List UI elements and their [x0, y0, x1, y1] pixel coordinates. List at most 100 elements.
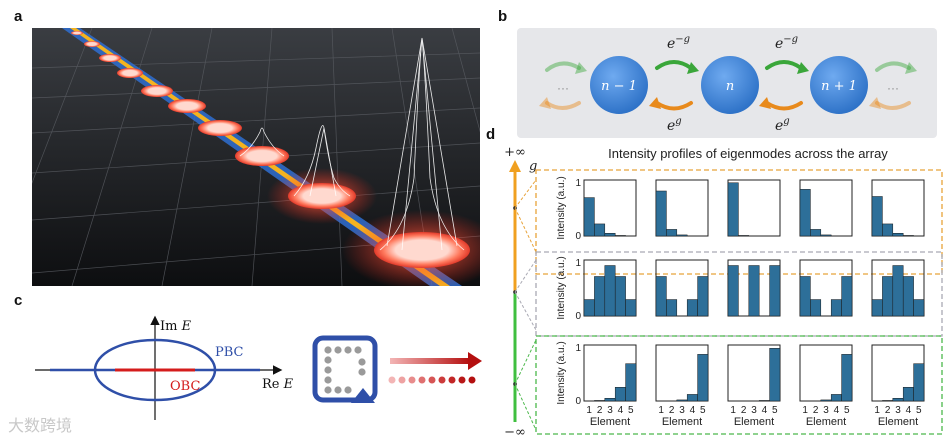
x-tick-label: 2 — [597, 405, 603, 416]
x-tick-label: 1 — [658, 405, 664, 416]
hopping-chain-svg: n − 1 n n + 1 ··· ··· e−g e−g — [517, 28, 937, 138]
intensity-bar — [830, 394, 842, 402]
intensity-bar — [738, 235, 750, 237]
intensity-bar — [892, 398, 904, 402]
intensity-bar — [655, 190, 667, 237]
node-label-n: n — [726, 79, 734, 94]
intensity-bar — [686, 394, 698, 402]
intensity-bar — [625, 363, 637, 402]
node-label-n-minus-1: n − 1 — [601, 79, 637, 94]
x-tick-label: 3 — [679, 405, 685, 416]
watermark: 大数跨境 — [8, 416, 73, 435]
backward-arrow-2 — [765, 101, 803, 111]
x-axis-label: Element — [806, 416, 846, 428]
panel-label-a: a — [14, 8, 23, 25]
node-n-minus-1 — [590, 56, 648, 114]
intensity-bar — [830, 299, 842, 317]
resonator-rings — [71, 31, 470, 268]
node-n-plus-1 — [810, 56, 868, 114]
intensity-bar — [758, 400, 770, 402]
intensity-bar — [697, 354, 709, 402]
x-tick-label: 2 — [813, 405, 819, 416]
intensity-bar — [604, 398, 616, 402]
y-axis-label: Intensity (a.u.) — [556, 256, 567, 319]
intensity-bar — [727, 265, 739, 317]
x-tick-label: 3 — [751, 405, 757, 416]
hop-top-1: e−g — [667, 34, 690, 52]
x-axis-label: Element — [662, 416, 702, 428]
intensity-bar — [697, 276, 709, 317]
node-n — [701, 56, 759, 114]
intensity-bar — [871, 299, 883, 317]
backward-arrow-faded-right — [875, 101, 911, 110]
g-top-label: +∞ — [504, 145, 526, 160]
forward-arrow-1 — [655, 60, 693, 70]
intensity-bar — [871, 196, 883, 237]
pbc-label: PBC — [215, 345, 244, 360]
skin-effect-arrow — [388, 352, 482, 384]
x-tick-label: 4 — [906, 405, 912, 416]
intensity-bar — [625, 299, 637, 317]
y-axis-label: Intensity (a.u.) — [556, 341, 567, 404]
backward-arrow-1 — [655, 101, 693, 111]
hopping-chain-diagram: n − 1 n n + 1 ··· ··· e−g e−g — [517, 28, 937, 138]
intensity-bar — [882, 400, 894, 402]
x-tick-label: 4 — [834, 405, 840, 416]
panel-label-d: d — [486, 126, 496, 143]
intensity-bar — [686, 299, 698, 317]
ellipsis-right: ··· — [887, 81, 899, 95]
mode-peaks — [239, 37, 465, 251]
boundary-loop-icon — [312, 335, 378, 403]
intensity-bar — [594, 400, 606, 402]
intensity-bar — [604, 233, 616, 237]
intensity-bar — [676, 399, 688, 402]
g-axis-arrowhead — [509, 160, 521, 172]
panel-label-c: c — [14, 292, 23, 309]
intensity-bar — [913, 299, 925, 317]
intensity-bar — [902, 276, 914, 317]
node-label-n-plus-1: n + 1 — [821, 79, 857, 94]
intensity-bar — [841, 354, 853, 402]
intensity-bar — [882, 276, 894, 317]
intensity-bar — [769, 265, 781, 317]
intensity-bar — [902, 235, 914, 237]
x-tick-label: 5 — [628, 405, 634, 416]
intensity-bar — [902, 387, 914, 402]
intensity-bar — [727, 182, 739, 237]
forward-arrow-faded-right — [875, 61, 911, 72]
intensity-bar — [892, 265, 904, 317]
g-bottom-label: −∞ — [504, 425, 526, 440]
y-tick-label: 1 — [575, 258, 581, 269]
x-tick-label: 1 — [586, 405, 592, 416]
x-tick-label: 1 — [874, 405, 880, 416]
resonator-array-illustration — [32, 28, 480, 286]
x-tick-label: 2 — [885, 405, 891, 416]
x-axis-label: Element — [734, 416, 774, 428]
x-tick-label: 5 — [844, 405, 850, 416]
x-tick-label: 2 — [741, 405, 747, 416]
im-axis-label: Im E — [160, 319, 192, 334]
pbc-ellipse — [93, 338, 217, 402]
intensity-bar — [666, 229, 678, 237]
x-tick-label: 1 — [730, 405, 736, 416]
intensity-bar — [583, 197, 595, 237]
intensity-bar — [614, 276, 626, 317]
chart-title: Intensity profiles of eigenmodes across … — [608, 146, 888, 161]
x-tick-label: 5 — [772, 405, 778, 416]
forward-arrow-faded-left — [545, 61, 581, 72]
intensity-bar — [810, 299, 822, 317]
intensity-bar — [882, 223, 894, 237]
intensity-bar — [810, 229, 822, 237]
hop-top-2: e−g — [775, 34, 798, 52]
x-tick-label: 4 — [690, 405, 696, 416]
complex-spectrum-diagram: Im E Re E PBC OBC — [30, 300, 500, 435]
intensity-bar — [892, 233, 904, 237]
intensity-bar — [655, 276, 667, 317]
backward-arrow-faded-left — [545, 101, 581, 110]
intensity-bar — [820, 399, 832, 402]
panel-label-b: b — [498, 8, 508, 25]
intensity-bar — [614, 387, 626, 402]
hop-bottom-2: eg — [775, 116, 790, 134]
intensity-bar — [666, 299, 678, 317]
